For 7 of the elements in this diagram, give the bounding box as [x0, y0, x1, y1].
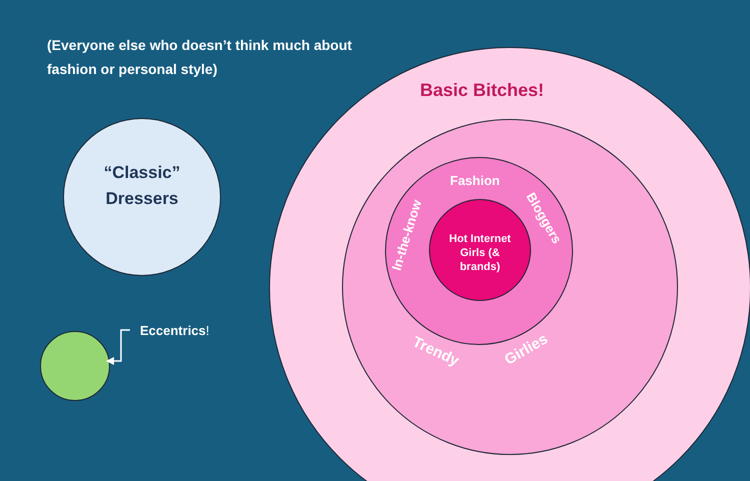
circle-label: Hot Internet Girls (& brands) [449, 232, 511, 274]
callout-text: Eccentrics! [140, 323, 210, 338]
circle-label: Basic Bitches! [420, 78, 544, 102]
leader-arrow [106, 329, 130, 365]
circle-label: “Classic” Dressers [102, 162, 182, 210]
note-text: (Everyone else who doesn’t think much about fashion or personal style) [47, 36, 353, 79]
circle-label: Fashion [450, 172, 500, 190]
